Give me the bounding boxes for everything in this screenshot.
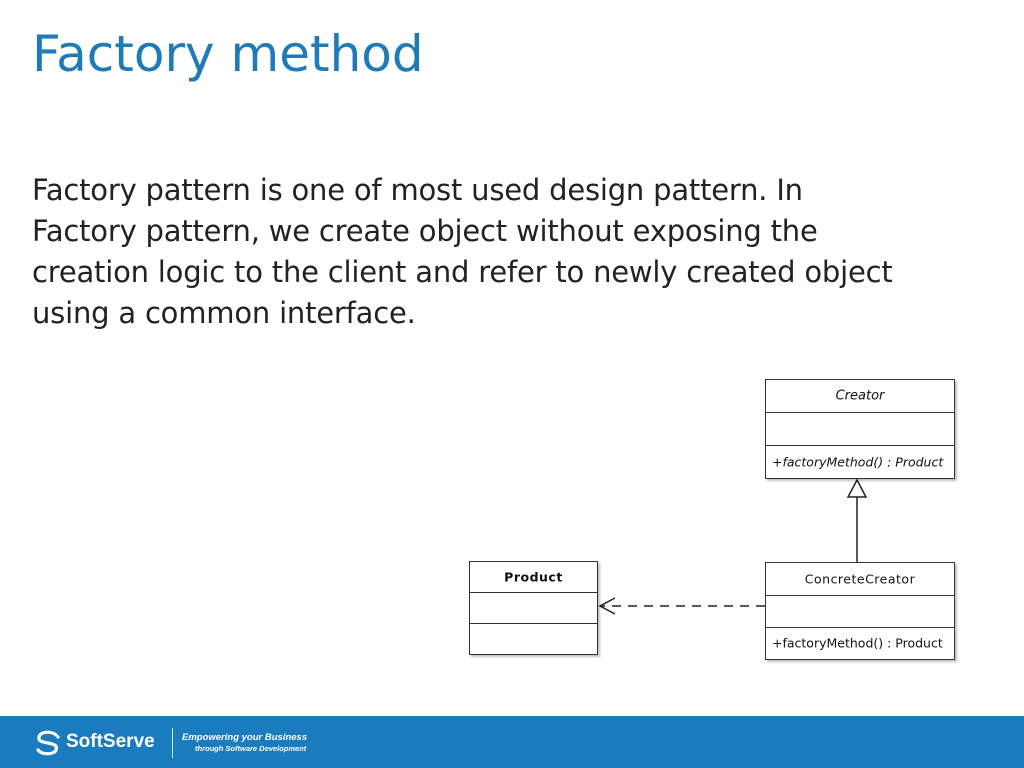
tagline-secondary: through Software Development <box>195 744 307 753</box>
uml-class-concrete-creator: ConcreteCreator +factoryMethod() : Produ… <box>765 562 955 660</box>
class-attributes-section <box>766 596 954 628</box>
class-operations-section: +factoryMethod() : Product <box>766 628 954 658</box>
tagline-primary: Empowering your Business <box>182 732 308 743</box>
brand-name: SoftServe <box>66 731 155 752</box>
class-name-section: ConcreteCreator <box>766 563 954 596</box>
class-operations-section <box>470 624 597 653</box>
class-name: Creator <box>835 388 885 404</box>
class-name: Product <box>504 569 563 585</box>
dependency-arrow <box>598 597 765 615</box>
softserve-logo-icon <box>36 730 60 756</box>
footer-bar: SoftServe Empowering your Business throu… <box>0 716 1024 768</box>
body-line: using a common interface. <box>32 296 416 330</box>
uml-class-creator: Creator +factoryMethod() : Product <box>765 379 955 479</box>
body-line: Factory pattern is one of most used desi… <box>32 173 803 207</box>
generalization-arrow <box>846 478 868 562</box>
uml-class-product: Product <box>469 561 598 655</box>
class-attributes-section <box>766 413 954 446</box>
class-operations-section: +factoryMethod() : Product <box>766 446 954 477</box>
open-arrowhead <box>598 597 616 615</box>
slide-title: Factory method <box>32 25 424 83</box>
footer-divider <box>172 728 173 758</box>
uml-connectors <box>598 478 868 615</box>
class-attributes-section <box>470 593 597 624</box>
slide-body-text: Factory pattern is one of most used desi… <box>32 170 972 334</box>
hollow-triangle-arrowhead <box>846 478 868 498</box>
class-name-section: Product <box>470 562 597 593</box>
class-name-section: Creator <box>766 380 954 413</box>
class-operation: +factoryMethod() : Product <box>772 454 944 469</box>
class-name: ConcreteCreator <box>804 571 916 587</box>
body-line: Factory pattern, we create object withou… <box>32 214 818 248</box>
body-line: creation logic to the client and refer t… <box>32 255 893 289</box>
class-operation: +factoryMethod() : Product <box>772 635 943 651</box>
